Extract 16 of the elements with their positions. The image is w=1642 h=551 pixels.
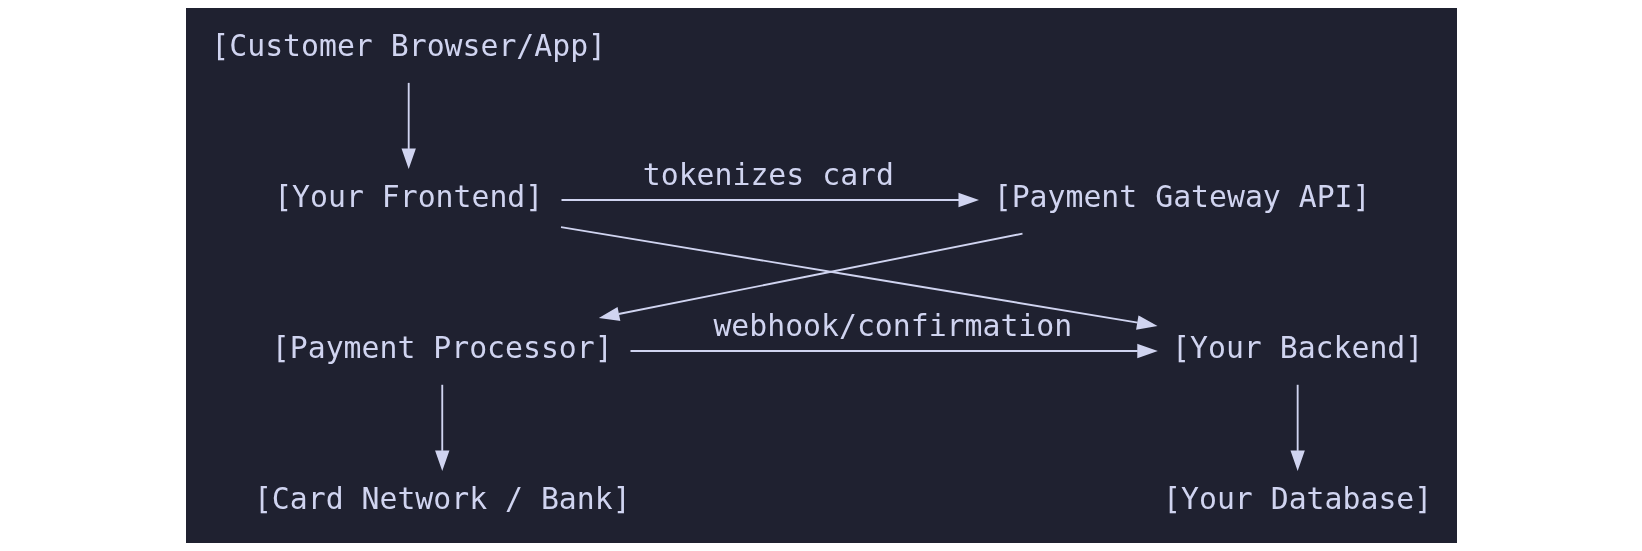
edge-label: tokenizes card (642, 156, 894, 192)
node-text: [Customer Browser/App] (210, 28, 606, 64)
node-text: [Payment Processor] (271, 330, 613, 366)
arrow (598, 232, 1023, 321)
node-text: [Your Backend] (1171, 330, 1423, 366)
edge-label: webhook/confirmation (712, 307, 1072, 343)
arrow (401, 81, 416, 170)
arrow (559, 226, 1157, 330)
arrow (629, 343, 1158, 359)
node-text: [Your Database] (1162, 481, 1432, 517)
arrow (560, 192, 979, 208)
node-text: [Card Network / Bank] (253, 481, 631, 517)
node-text: [Your Frontend] (273, 179, 543, 215)
node-text: [Payment Gateway API] (993, 179, 1370, 215)
arrow (434, 383, 449, 471)
arrow (1289, 383, 1305, 471)
